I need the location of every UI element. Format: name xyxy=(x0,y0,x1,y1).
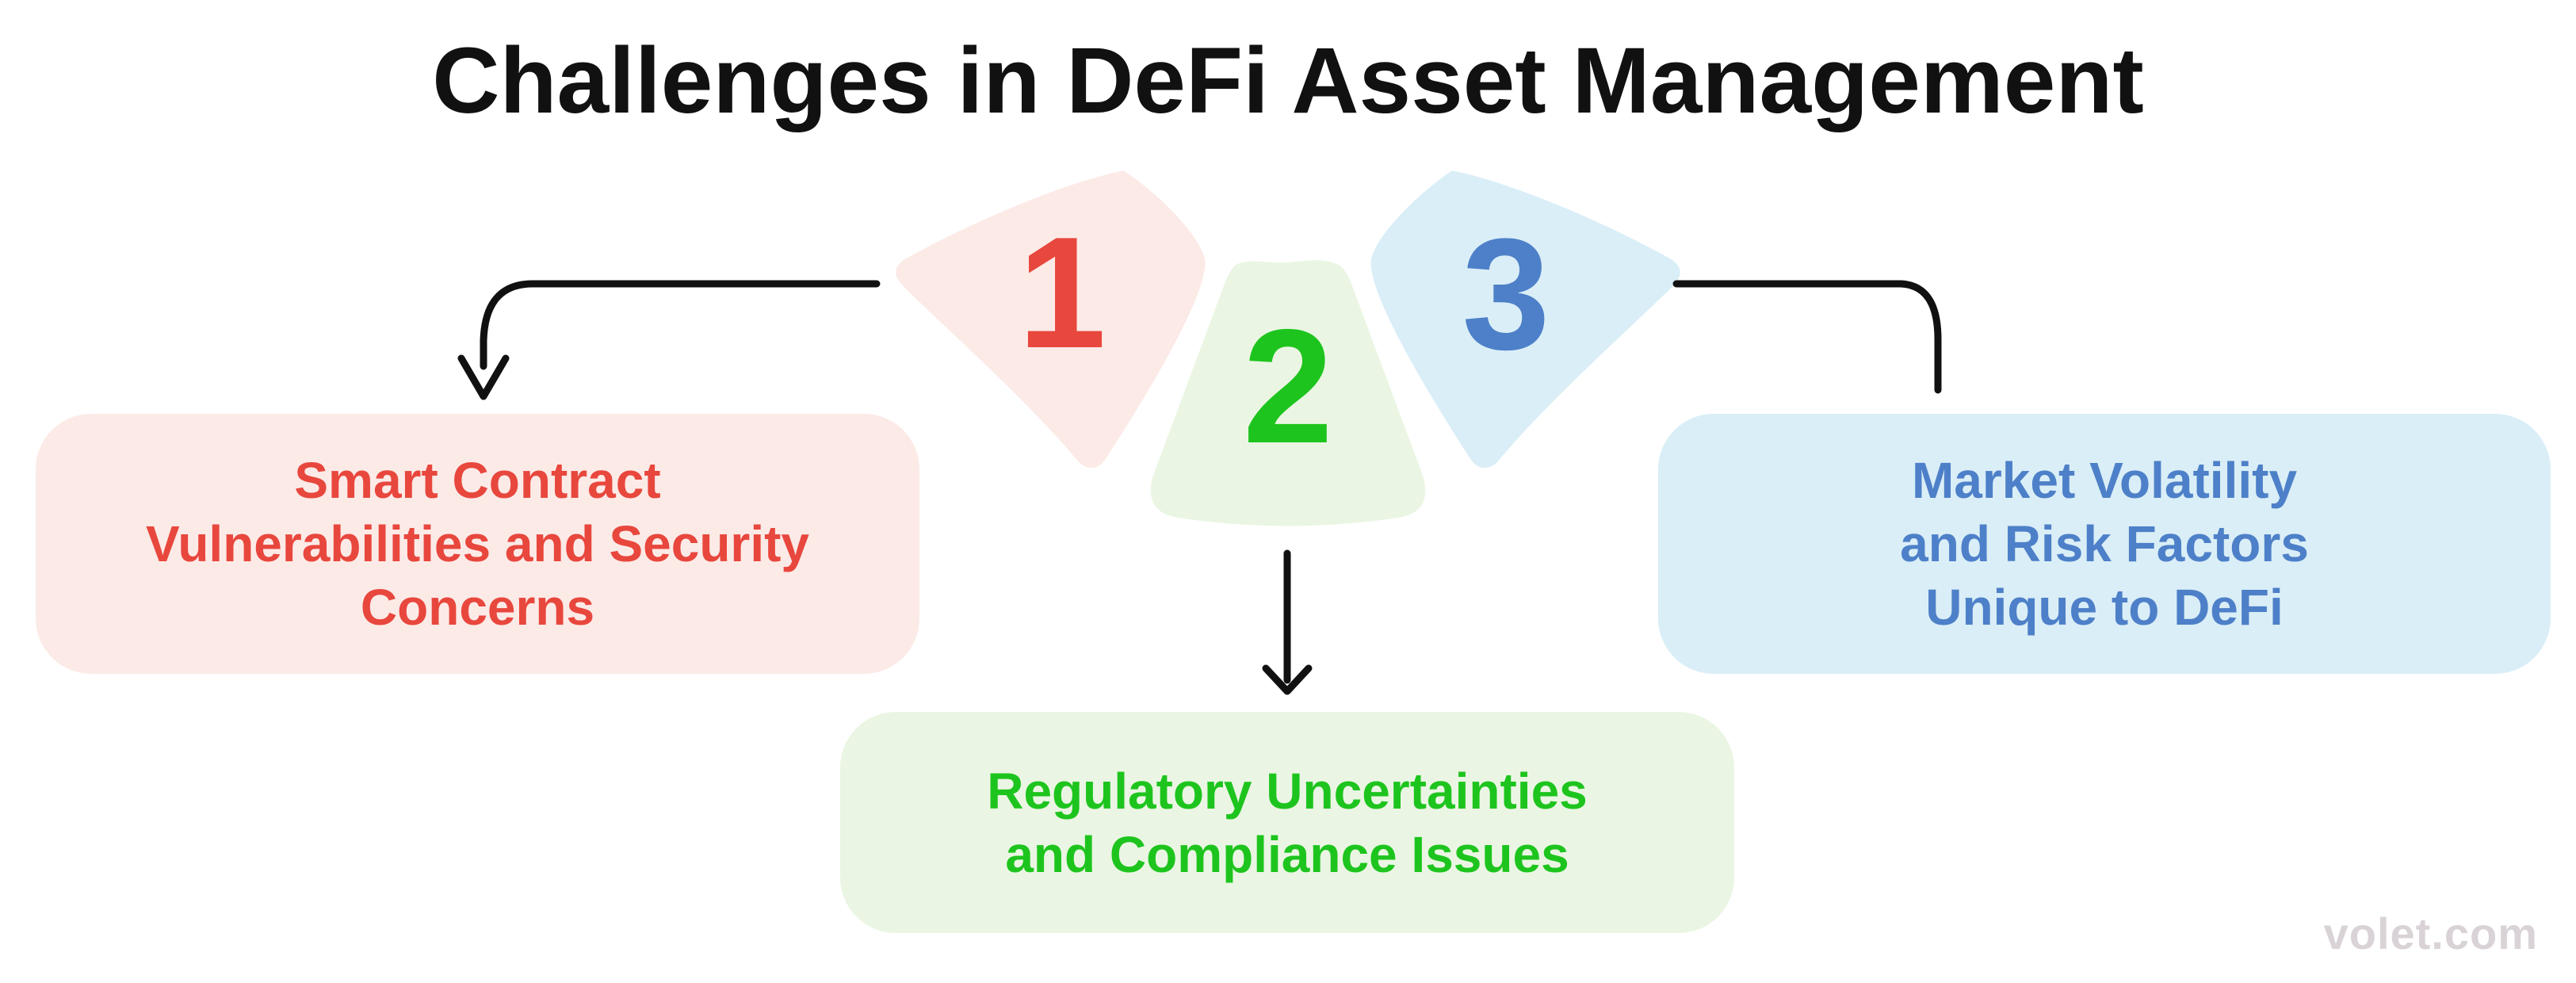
item-card-2: Regulatory Uncertainties and Compliance … xyxy=(840,712,1734,933)
arrow-to-item-2 xyxy=(1262,549,1313,695)
arrow-group xyxy=(457,280,1942,695)
watermark: volet.com xyxy=(2323,908,2538,958)
step-number-2: 2 xyxy=(1242,296,1333,477)
item-card-3: Market Volatility and Risk Factors Uniqu… xyxy=(1658,414,2551,674)
arrow-to-item-1 xyxy=(457,280,881,400)
petal-shape-2 xyxy=(1144,254,1432,533)
step-number-3: 3 xyxy=(1462,206,1550,383)
arrow-to-item-3 xyxy=(1672,280,1942,394)
item-card-3-label: Market Volatility and Risk Factors Uniqu… xyxy=(1900,452,2309,636)
item-card-1: Smart Contract Vulnerabilities and Secur… xyxy=(36,414,919,674)
step-number-1: 1 xyxy=(1018,205,1106,381)
item-card-2-label: Regulatory Uncertainties and Compliance … xyxy=(987,762,1588,883)
petal-shape-3 xyxy=(1364,163,1687,475)
petal-shape-1 xyxy=(889,163,1212,475)
page-title: Challenges in DeFi Asset Management xyxy=(432,29,2144,133)
item-card-1-label: Smart Contract Vulnerabilities and Secur… xyxy=(146,452,809,636)
